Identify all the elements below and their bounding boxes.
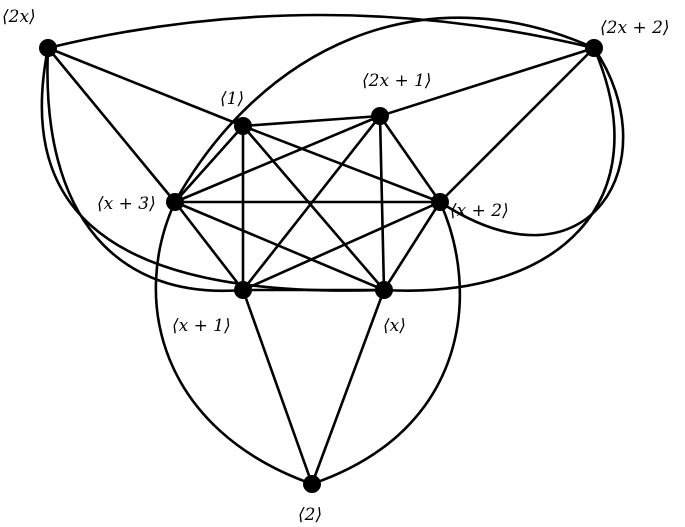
node-x [375,281,393,299]
edge-2x+1-x+2 [378,114,442,204]
node-x+2 [431,193,449,211]
node-2x+2 [585,39,603,57]
edge-2x-2x+2 [46,13,596,50]
label-1: ⟨1⟩ [220,89,244,109]
edge-x+2-x+1 [241,200,442,292]
edge-x+3-x [173,200,386,292]
label-x+3: ⟨x + 3⟩ [97,194,156,214]
edge-2x-1 [46,46,245,128]
label-x+2: ⟨x + 2⟩ [450,201,509,221]
edge-1-x+3 [173,124,245,204]
node-x+3 [166,193,184,211]
label-x+1: ⟨x + 1⟩ [172,316,231,336]
edge-2-x+2 [310,200,462,486]
label-2x+2: ⟨2x + 2⟩ [600,18,670,38]
label-2x: ⟨2x⟩ [2,7,36,27]
edge-2x+2-x+3-cross [173,16,596,204]
edge-x+1-arc-left [46,46,245,293]
edge-2x-x+3 [46,46,177,204]
node-2x [39,39,57,57]
node-x+1 [234,281,252,299]
edge-2x-x [40,46,386,292]
edge-2-x+3 [154,200,314,486]
edge-2x+2-2x+1 [378,46,596,118]
label-2x+1: ⟨2x + 1⟩ [362,71,432,91]
node-2x+1 [371,107,389,125]
edges [40,13,625,486]
label-2: ⟨2⟩ [298,505,322,525]
edge-x+3-x+1 [173,200,245,292]
edge-1-x [241,124,386,292]
edge-2x+2-x+3 [438,46,625,237]
labels: ⟨2x⟩ ⟨2x + 2⟩ ⟨1⟩ ⟨2x + 1⟩ ⟨x + 3⟩ ⟨x + … [2,7,670,525]
node-1 [234,117,252,135]
label-x: ⟨x⟩ [383,316,406,336]
node-2 [303,475,321,493]
nodes [39,39,603,493]
edge-2-x [310,288,386,486]
edge-x-arc-right [382,46,616,292]
edge-2x+2-x+2 [438,46,596,204]
edge-2x+1-x+3 [173,114,382,204]
edge-1-2x+1 [241,114,382,128]
edge-2-x+1 [241,288,314,486]
edge-x+2-x [382,200,442,292]
